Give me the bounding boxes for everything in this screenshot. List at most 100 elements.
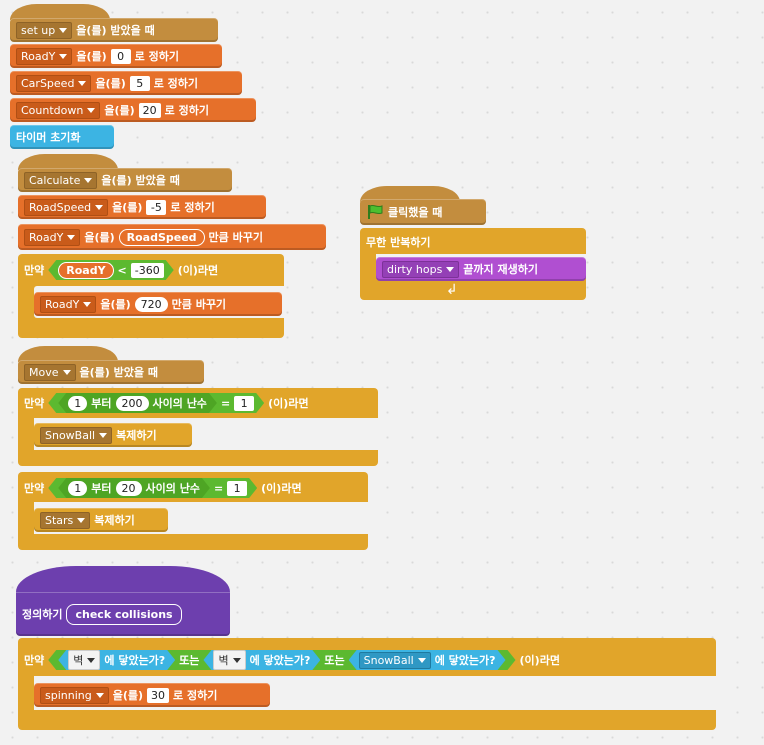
message-dropdown[interactable]: Calculate <box>24 171 98 189</box>
when-receive-setup[interactable]: set up 을(를) 받았을 때 <box>10 18 218 42</box>
touching-sensor[interactable]: 벽 에 닿았는가? <box>58 650 175 670</box>
value-input[interactable]: 20 <box>138 102 161 118</box>
hat-cap <box>18 346 118 362</box>
set-roadspeed-block[interactable]: RoadSpeed 을(를) -5 로 정하기 <box>18 195 266 219</box>
value-input[interactable]: 720 <box>134 296 168 312</box>
block-text: 을(를) 받았을 때 <box>79 366 158 379</box>
block-text: 을(를) <box>84 231 115 244</box>
variable-name: RoadY <box>45 297 80 311</box>
variable-dropdown[interactable]: RoadY <box>16 47 73 65</box>
value-input[interactable]: 200 <box>116 396 149 411</box>
value-input[interactable]: 30 <box>147 687 170 703</box>
create-clone-snowball[interactable]: SnowBall 복제하기 <box>34 423 192 447</box>
create-clone-stars[interactable]: Stars 복제하기 <box>34 508 168 532</box>
if-label: 만약 <box>24 397 45 410</box>
block-text: 만큼 바꾸기 <box>171 298 227 311</box>
set-spinning-block[interactable]: spinning 을(를) 30 로 정하기 <box>34 683 270 707</box>
when-receive-move[interactable]: Move 을(를) 받았을 때 <box>18 360 204 384</box>
value-input[interactable]: 1 <box>234 396 254 411</box>
block-text: 끝까지 재생하기 <box>463 263 538 276</box>
value-input[interactable]: 1 <box>227 481 247 496</box>
if-header[interactable]: 만약 벽 에 닿았는가? 또는 벽 에 닿았는가? 또는 SnowBall 에 … <box>18 648 716 672</box>
value-input[interactable]: 1 <box>68 481 87 496</box>
sound-dropdown[interactable]: dirty hops <box>382 260 460 278</box>
target-name: SnowBall <box>363 653 414 667</box>
operator-symbol: = <box>213 481 224 495</box>
loop-arrow-icon: ↲ <box>446 282 458 298</box>
define-block[interactable]: 정의하기 check collisions <box>16 592 230 636</box>
block-text: 복제하기 <box>94 514 135 527</box>
equals-operator[interactable]: 1 부터 200 사이의 난수 = 1 <box>48 393 264 413</box>
change-roady-720-block[interactable]: RoadY 을(를) 720 만큼 바꾸기 <box>34 292 282 316</box>
block-text: (이)라면 <box>177 264 219 277</box>
random-operator[interactable]: 1 부터 200 사이의 난수 <box>58 393 217 413</box>
green-flag-icon <box>368 204 383 219</box>
if-header[interactable]: 만약 1 부터 200 사이의 난수 = 1 (이)라면 <box>18 391 378 415</box>
block-text: (이)라면 <box>268 397 309 410</box>
touching-target-dropdown[interactable]: SnowBall <box>359 652 431 669</box>
block-text: 로 정하기 <box>153 77 199 90</box>
variable-name: CarSpeed <box>21 76 75 90</box>
value-input[interactable]: -360 <box>131 263 164 278</box>
clone-target-dropdown[interactable]: SnowBall <box>40 426 113 444</box>
when-flag-clicked[interactable]: 클릭했을 때 <box>360 199 486 225</box>
less-than-operator[interactable]: RoadY < -360 <box>48 260 173 280</box>
change-roady-block[interactable]: RoadY 을(를) RoadSpeed 만큼 바꾸기 <box>18 224 326 250</box>
equals-operator[interactable]: 1 부터 20 사이의 난수 = 1 <box>48 478 257 498</box>
variable-dropdown[interactable]: RoadY <box>40 295 97 313</box>
variable-reporter[interactable]: RoadY <box>58 262 113 279</box>
value-input[interactable]: 20 <box>116 481 142 496</box>
variable-name: spinning <box>45 688 92 702</box>
target-name: 벽 <box>218 654 229 667</box>
or-operator[interactable]: 벽 에 닿았는가? 또는 벽 에 닿았는가? 또는 SnowBall 에 닿았는… <box>48 650 515 670</box>
set-roady-block[interactable]: RoadY 을(를) 0 로 정하기 <box>10 44 222 68</box>
value-input[interactable]: 5 <box>129 75 150 91</box>
define-hat-cap <box>16 566 230 596</box>
block-text: 만큼 바꾸기 <box>208 231 263 244</box>
touching-target-dropdown[interactable]: 벽 <box>213 650 245 670</box>
block-text: 무한 반복하기 <box>366 236 431 249</box>
value-input[interactable]: 0 <box>110 48 131 64</box>
custom-block-prototype[interactable]: check collisions <box>66 603 182 625</box>
clone-target-name: SnowBall <box>45 428 96 442</box>
block-text: 복제하기 <box>116 429 157 442</box>
message-name: Calculate <box>29 173 81 187</box>
if-header[interactable]: 만약 1 부터 20 사이의 난수 = 1 (이)라면 <box>18 476 368 500</box>
value-input[interactable]: 1 <box>68 396 87 411</box>
variable-dropdown[interactable]: CarSpeed <box>16 74 92 92</box>
variable-dropdown[interactable]: RoadY <box>24 228 81 246</box>
variable-dropdown[interactable]: Countdown <box>16 101 101 119</box>
message-name: Move <box>29 365 59 379</box>
set-countdown-block[interactable]: Countdown 을(를) 20 로 정하기 <box>10 98 256 122</box>
touching-sensor[interactable]: 벽 에 닿았는가? <box>203 650 320 670</box>
set-carspeed-block[interactable]: CarSpeed 을(를) 5 로 정하기 <box>10 71 242 95</box>
or-label: 또는 <box>324 654 345 667</box>
clone-target-dropdown[interactable]: Stars <box>40 511 91 529</box>
block-text: (이)라면 <box>261 482 302 495</box>
message-dropdown[interactable]: Move <box>24 363 76 381</box>
block-text: 로 정하기 <box>170 201 215 214</box>
variable-dropdown[interactable]: spinning <box>40 686 109 704</box>
variable-name: RoadSpeed <box>29 200 92 214</box>
value-input[interactable]: -5 <box>146 199 167 215</box>
variable-name: Countdown <box>21 103 84 117</box>
variable-reporter[interactable]: RoadSpeed <box>118 228 205 246</box>
sound-name: dirty hops <box>387 262 443 276</box>
block-text: 타이머 초기화 <box>16 131 81 144</box>
random-operator[interactable]: 1 부터 20 사이의 난수 <box>58 478 210 498</box>
when-receive-calculate[interactable]: Calculate 을(를) 받았을 때 <box>18 168 232 192</box>
reset-timer-block[interactable]: 타이머 초기화 <box>10 125 114 149</box>
touching-sensor[interactable]: SnowBall 에 닿았는가? <box>349 650 506 670</box>
if-header[interactable]: 만약 RoadY < -360 (이)라면 <box>18 258 284 282</box>
block-text: 을(를) <box>112 201 143 214</box>
message-dropdown[interactable]: set up <box>16 21 73 39</box>
forever-header[interactable]: 무한 반복하기 <box>360 230 470 254</box>
block-text: 에 닿았는가? <box>249 654 311 667</box>
play-sound-until-done[interactable]: dirty hops 끝까지 재생하기 <box>376 257 586 281</box>
if-label: 만약 <box>24 264 45 277</box>
block-text: 로 정하기 <box>134 50 179 63</box>
touching-target-dropdown[interactable]: 벽 <box>68 650 100 670</box>
variable-name: RoadY <box>29 230 64 244</box>
block-text: 을(를) <box>95 77 126 90</box>
variable-dropdown[interactable]: RoadSpeed <box>24 198 109 216</box>
